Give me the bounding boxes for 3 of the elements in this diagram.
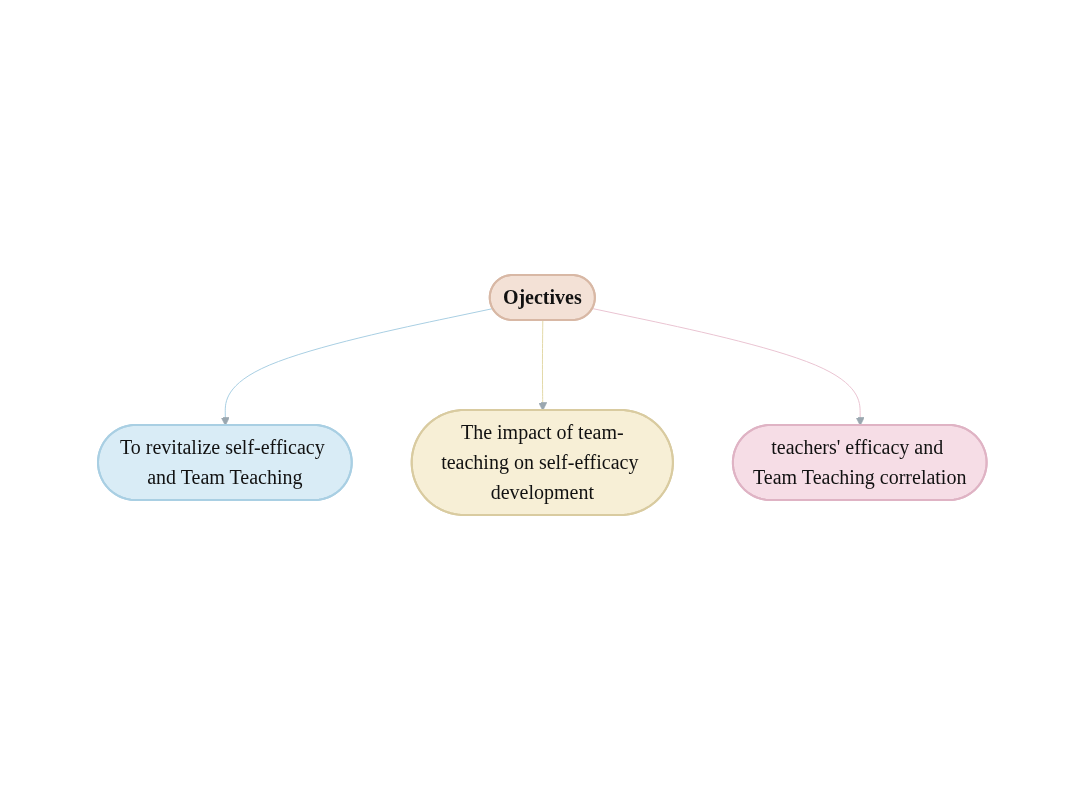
arrow (591, 308, 865, 426)
arrow (220, 308, 494, 426)
arrow (538, 320, 547, 411)
